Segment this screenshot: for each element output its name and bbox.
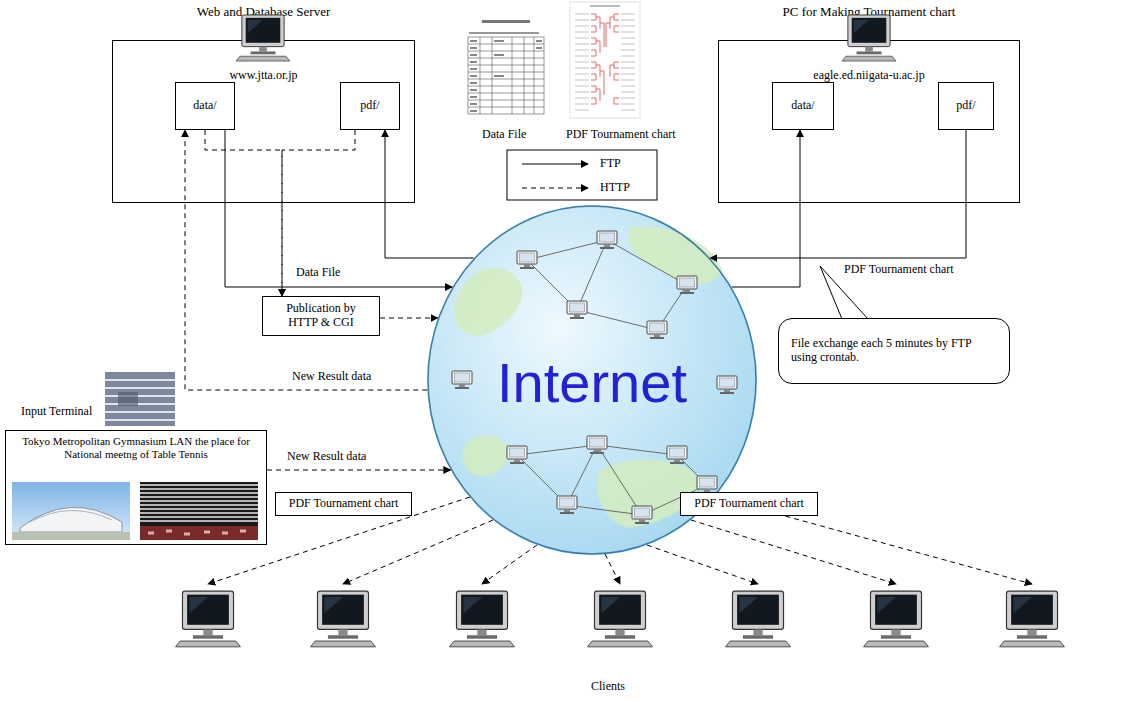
pdf-chart-text: PDF Tournament chart bbox=[694, 497, 804, 511]
server-computer-icon bbox=[236, 15, 290, 61]
ftp-connector bbox=[385, 130, 474, 258]
input-terminal-box: Input TerminalTokyo Metropolitan Gymnasi… bbox=[5, 430, 267, 545]
folder-name: data/ bbox=[791, 99, 814, 113]
legend-label: FTP bbox=[600, 157, 621, 171]
gymnasium-photo bbox=[12, 482, 130, 540]
folder-name: pdf/ bbox=[360, 99, 379, 113]
pdf-chart-box: PDF Tournament chart bbox=[680, 492, 818, 516]
publication-text: Publication by HTTP & CGI bbox=[277, 302, 365, 330]
legend-label: HTTP bbox=[600, 181, 630, 195]
http-connector bbox=[205, 130, 282, 296]
folder-name: data/ bbox=[193, 99, 216, 113]
image-caption: Data File bbox=[482, 128, 526, 142]
folder-box: data/ bbox=[175, 82, 235, 130]
server-heading: Web and Database Server bbox=[113, 5, 414, 20]
connector-label: PDF Tournament chart bbox=[842, 263, 956, 277]
connector-label: Data File bbox=[294, 266, 342, 280]
terminal-photo bbox=[105, 372, 175, 426]
ftp-connector bbox=[225, 130, 452, 287]
pc-heading: PC for Making Tournament chart bbox=[719, 5, 1019, 20]
http-connector bbox=[380, 318, 438, 319]
pc-computer-icon bbox=[842, 15, 896, 61]
group-label: Clients bbox=[591, 680, 625, 694]
connector-label: New Result data bbox=[290, 370, 373, 384]
host-name: eagle.ed.niigata-u.ac.jp bbox=[719, 69, 1019, 83]
input-heading: Input Terminal bbox=[21, 405, 92, 419]
folder-box: pdf/ bbox=[340, 82, 400, 130]
pdf-chart-box: PDF Tournament chart bbox=[275, 492, 412, 516]
stands-photo bbox=[140, 482, 258, 540]
data-file-image bbox=[466, 18, 546, 118]
http-connector bbox=[185, 130, 427, 390]
http-connector bbox=[267, 470, 450, 471]
server-box: Web and Database Serverwww.jtta.or.jpdat… bbox=[112, 40, 415, 203]
legend-frame bbox=[507, 150, 657, 200]
pc-box: PC for Making Tournament charteagle.ed.n… bbox=[718, 40, 1020, 203]
http-connector bbox=[282, 130, 355, 296]
publication-box: Publication by HTTP & CGI bbox=[262, 296, 380, 336]
host-name: www.jtta.or.jp bbox=[113, 69, 414, 83]
client-links bbox=[208, 497, 1032, 584]
ftp-connector bbox=[732, 130, 800, 287]
folder-box: data/ bbox=[772, 82, 834, 130]
connector-label: New Result data bbox=[285, 450, 368, 464]
ftp-connector bbox=[710, 130, 966, 258]
callout-bubble: File exchange each 5 minutes by FTP usin… bbox=[778, 318, 1010, 384]
venue-text: Tokyo Metropolitan Gymnasium LAN the pla… bbox=[6, 435, 266, 460]
internet-label: Internet bbox=[427, 351, 757, 415]
client-computers bbox=[176, 591, 1065, 647]
callout-text: File exchange each 5 minutes by FTP usin… bbox=[791, 337, 997, 365]
folder-box: pdf/ bbox=[938, 82, 994, 130]
folder-name: pdf/ bbox=[956, 99, 975, 113]
image-caption: PDF Tournament chart bbox=[566, 128, 676, 142]
pdf-chart-image bbox=[570, 2, 640, 118]
pdf-chart-text: PDF Tournament chart bbox=[289, 497, 399, 511]
